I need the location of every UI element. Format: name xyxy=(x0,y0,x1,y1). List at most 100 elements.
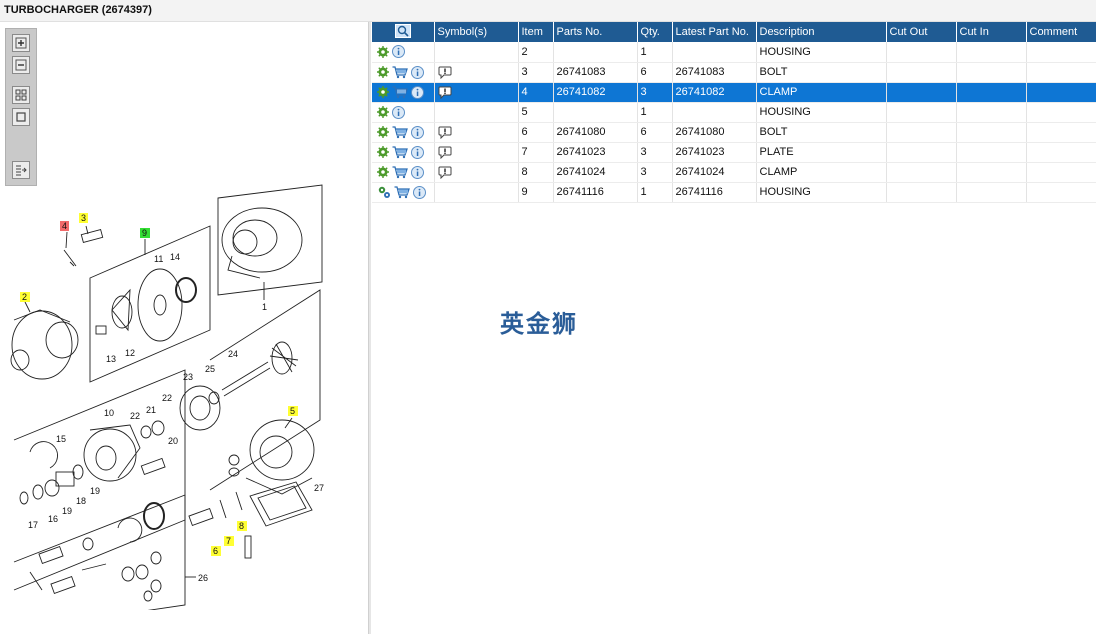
gear-icon[interactable] xyxy=(377,126,389,138)
cart-icon[interactable] xyxy=(392,145,408,159)
callout-4-highlight[interactable] xyxy=(60,221,69,231)
symbols-cell[interactable] xyxy=(434,62,519,83)
row-actions-cell[interactable] xyxy=(372,62,435,83)
symbols-cell[interactable] xyxy=(434,122,519,143)
zoom-in-icon[interactable] xyxy=(12,34,30,52)
info-icon[interactable] xyxy=(413,185,426,199)
info-icon[interactable] xyxy=(411,85,424,99)
row-actions-cell[interactable] xyxy=(372,42,435,63)
note-icon[interactable] xyxy=(438,166,452,179)
callout-7-highlight[interactable] xyxy=(224,536,234,546)
callout-9-highlight[interactable] xyxy=(140,228,150,238)
callout-20: 20 xyxy=(168,436,178,446)
cut-out-cell xyxy=(886,182,957,203)
callout-17: 17 xyxy=(28,520,38,530)
comment-cell xyxy=(1026,82,1096,103)
parts-no-cell: 26741082 xyxy=(553,82,638,103)
callout-19-a: 19 xyxy=(62,506,72,516)
fit-all-icon[interactable] xyxy=(12,86,30,104)
callout-24: 24 xyxy=(228,349,238,359)
gear-icon[interactable] xyxy=(377,146,389,158)
gear-icon[interactable] xyxy=(377,106,389,118)
info-icon[interactable] xyxy=(411,125,424,139)
callout-8-highlight[interactable] xyxy=(237,521,247,531)
exploded-parts-diagram[interactable]: 1 2 3 4 5 6 7 8 9 10 11 12 13 14 15 16 1… xyxy=(0,180,368,610)
cut-in-cell xyxy=(956,62,1027,83)
comment-cell xyxy=(1026,62,1096,83)
export-icon[interactable] xyxy=(12,161,30,179)
row-actions-cell[interactable] xyxy=(372,122,435,143)
row-actions-cell[interactable] xyxy=(372,182,435,203)
callout-2-highlight[interactable] xyxy=(20,292,30,302)
zoom-out-icon[interactable] xyxy=(12,56,30,74)
column-header-parts-no[interactable]: Parts No. xyxy=(553,22,638,42)
note-icon[interactable] xyxy=(438,86,452,99)
row-actions-cell[interactable] xyxy=(372,82,435,103)
cart-icon[interactable] xyxy=(394,185,410,199)
column-header-latest-part-no[interactable]: Latest Part No. xyxy=(672,22,757,42)
callout-15: 15 xyxy=(56,434,66,444)
parts-no-cell: 26741023 xyxy=(553,142,638,163)
cut-in-cell xyxy=(956,142,1027,163)
row-actions-cell[interactable] xyxy=(372,102,435,123)
item-cell: 8 xyxy=(518,162,554,183)
column-header-qty[interactable]: Qty. xyxy=(637,22,673,42)
description-cell: HOUSING xyxy=(756,102,887,123)
row-actions-cell[interactable] xyxy=(372,142,435,163)
cart-icon[interactable] xyxy=(392,65,408,79)
column-header-search[interactable] xyxy=(372,22,435,42)
cut-in-cell xyxy=(956,182,1027,203)
note-icon[interactable] xyxy=(438,66,452,79)
comment-cell xyxy=(1026,122,1096,143)
cart-icon[interactable] xyxy=(392,85,408,99)
callout-22-a: 22 xyxy=(130,411,140,421)
info-icon[interactable] xyxy=(411,65,424,79)
qty-cell: 3 xyxy=(637,162,673,183)
row-actions-cell[interactable] xyxy=(372,162,435,183)
gear-icon[interactable] xyxy=(377,66,389,78)
note-icon[interactable] xyxy=(438,126,452,139)
info-icon[interactable] xyxy=(392,45,405,59)
symbols-cell[interactable] xyxy=(434,162,519,183)
gear-icon[interactable] xyxy=(377,166,389,178)
note-icon[interactable] xyxy=(438,146,452,159)
fit-page-icon[interactable] xyxy=(12,108,30,126)
column-header-description[interactable]: Description xyxy=(756,22,887,42)
multi-gear-icon[interactable] xyxy=(377,185,391,199)
callout-5-highlight[interactable] xyxy=(288,406,298,416)
item-cell: 7 xyxy=(518,142,554,163)
symbols-cell[interactable] xyxy=(434,142,519,163)
description-cell: HOUSING xyxy=(756,42,887,63)
callout-6-highlight[interactable] xyxy=(211,546,221,556)
parts-no-cell xyxy=(553,42,638,63)
cart-icon[interactable] xyxy=(392,165,408,179)
column-header-comment[interactable]: Comment xyxy=(1026,22,1096,42)
qty-cell: 6 xyxy=(637,122,673,143)
gear-icon[interactable] xyxy=(377,45,389,58)
search-icon[interactable] xyxy=(394,23,411,38)
callout-3-highlight[interactable] xyxy=(79,213,88,223)
cart-icon[interactable] xyxy=(392,125,408,139)
qty-cell: 3 xyxy=(637,82,673,103)
column-header-symbols[interactable]: Symbol(s) xyxy=(434,22,519,42)
latest-part-no-cell: 26741023 xyxy=(672,142,757,163)
gear-icon[interactable] xyxy=(377,86,389,98)
callout-2: 2 xyxy=(22,292,27,302)
info-icon[interactable] xyxy=(392,105,405,119)
column-header-cut-out[interactable]: Cut Out xyxy=(886,22,957,42)
info-icon[interactable] xyxy=(411,165,424,179)
info-icon[interactable] xyxy=(411,145,424,159)
column-header-item[interactable]: Item xyxy=(518,22,554,42)
column-header-cut-in[interactable]: Cut In xyxy=(956,22,1027,42)
pane-splitter[interactable] xyxy=(368,22,371,634)
callout-6: 6 xyxy=(213,546,218,556)
symbols-cell[interactable] xyxy=(434,82,519,103)
